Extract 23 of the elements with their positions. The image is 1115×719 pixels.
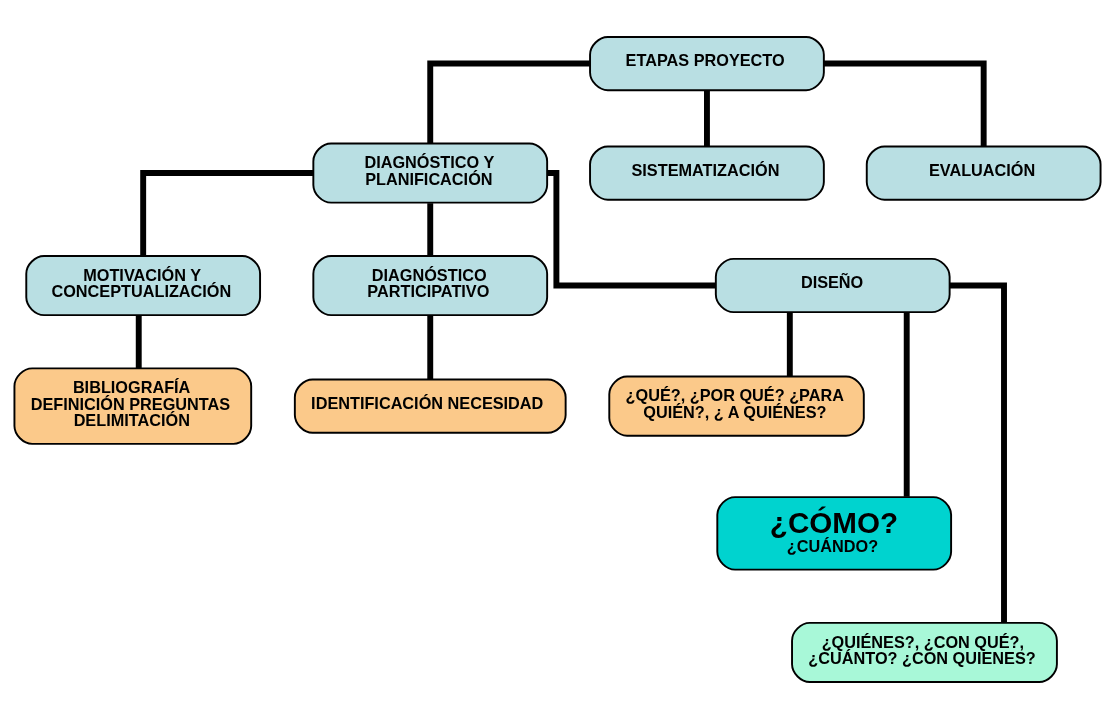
connector xyxy=(140,170,314,256)
connector xyxy=(903,312,910,497)
connector xyxy=(786,312,793,377)
connector xyxy=(949,282,1007,623)
connector xyxy=(547,170,716,289)
node-box: ¿CÓMO? ¿CUÁNDO? xyxy=(716,496,953,571)
node-box: ¿QUIÉNES?, ¿CON QUÉ?, ¿CUÁNTO? ¿CON QUIENES? xyxy=(791,621,1058,684)
connector xyxy=(704,90,710,147)
connector xyxy=(135,315,142,368)
node-box: EVALUACIÓN xyxy=(865,145,1102,201)
node-box: ETAPAS PROYECTO xyxy=(589,35,825,92)
node-box: IDENTIFICACIÓN NECESIDAD xyxy=(293,378,567,434)
node-box: DIAGNÓSTICO Y PLANIFICACIÓN xyxy=(312,142,549,204)
connector xyxy=(427,60,590,144)
node-box: ¿QUÉ?, ¿POR QUÉ? ¿PARA QUIÉN?, ¿ A QUIÉNES? xyxy=(608,375,865,437)
connector xyxy=(427,315,434,380)
node-box: MOTIVACIÓN Y CONCEPTUALIZACIÓN xyxy=(25,254,262,317)
connector xyxy=(823,60,987,146)
node-box: SISTEMATIZACIÓN xyxy=(589,145,825,201)
node-box: BIBLIOGRAFÍA DEFINICIÓN PREGUNTAS DELIMITACIÓN xyxy=(13,367,253,445)
node-box: DIAGNÓSTICO PARTICIPATIVO xyxy=(312,254,549,317)
connector xyxy=(427,203,434,256)
node-box: DISEÑO xyxy=(714,257,951,314)
